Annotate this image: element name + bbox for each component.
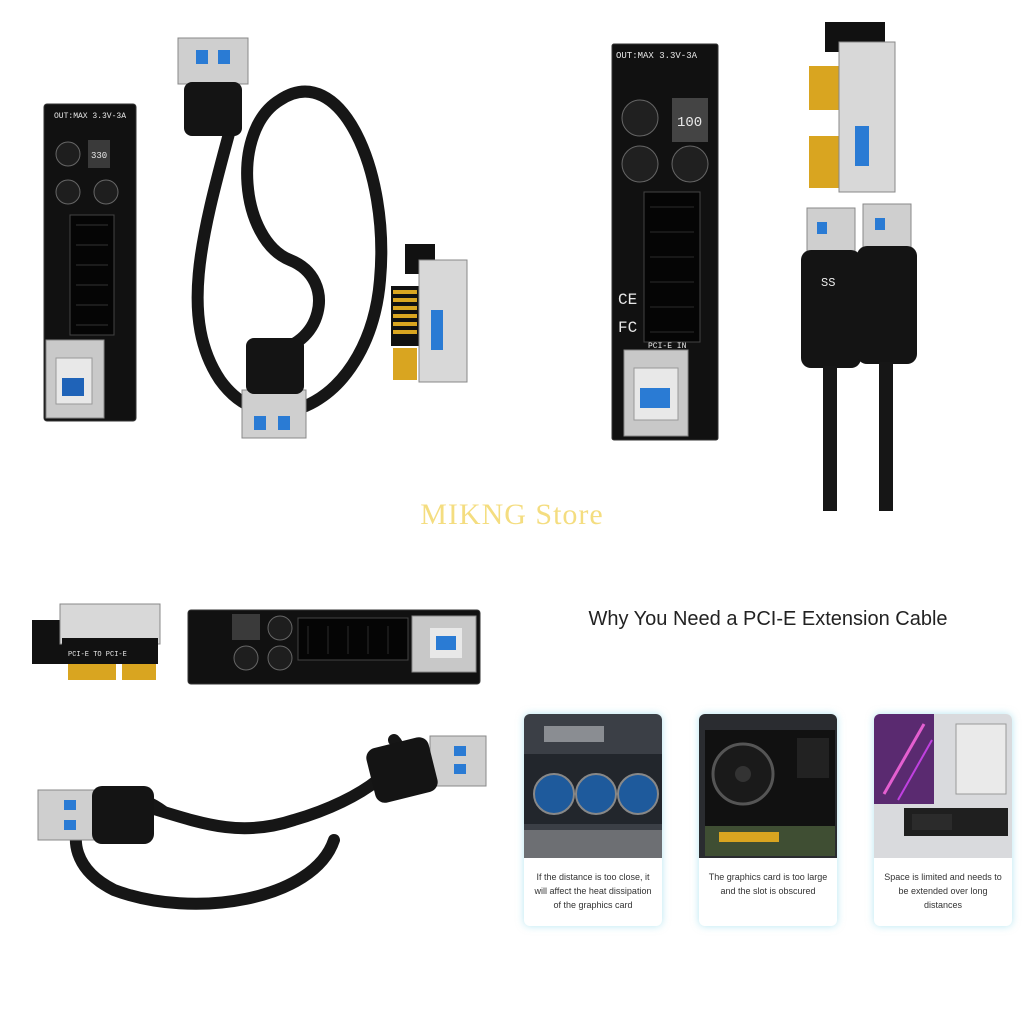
store-watermark: MIKNG Store [420,498,604,531]
large-graphics-card-icon [699,714,837,858]
pcie-adapter-with-usb-cable: SS [801,22,917,511]
svg-text:FC: FC [618,319,637,337]
infographic-heading: Why You Need a PCI-E Extension Cable [588,608,948,630]
usb-cable-horizontal [37,734,487,910]
riser-board-vertical-large: OUT:MAX 3.3V-3A 100 CE FC PCI-E IN [611,43,719,441]
gpu-fans-tight-icon [524,714,662,858]
usb-cable-looped [177,37,388,439]
pc-case-limited-space-icon [874,714,1012,858]
svg-text:100: 100 [677,115,702,131]
reason-card-limited-space: Space is limited and needs to be extende… [874,714,1012,926]
pcie-adapter-horizontal: PCI-E TO PCI-E [32,603,161,680]
svg-text:OUT:MAX 3.3V-3A: OUT:MAX 3.3V-3A [616,51,698,61]
card-caption: The graphics card is too large and the s… [708,872,828,896]
reason-card-large-card: The graphics card is too large and the s… [699,714,837,926]
riser-board-vertical-small: OUT:MAX 3.3V-3A 330 [43,103,137,422]
card-caption: Space is limited and needs to be extende… [884,872,1002,910]
svg-text:SS: SS [821,276,835,290]
card-caption: If the distance is too close, it will af… [534,872,652,910]
svg-text:OUT:MAX 3.3V-3A: OUT:MAX 3.3V-3A [54,112,126,121]
riser-board-horizontal [187,609,481,685]
svg-text:330: 330 [91,151,107,161]
pcie-adapter-small [391,244,468,383]
svg-text:PCI-E IN: PCI-E IN [648,342,687,351]
svg-text:CE: CE [618,291,637,309]
svg-text:PCI-E TO PCI-E: PCI-E TO PCI-E [68,651,127,659]
reason-card-heat: If the distance is too close, it will af… [524,714,662,926]
